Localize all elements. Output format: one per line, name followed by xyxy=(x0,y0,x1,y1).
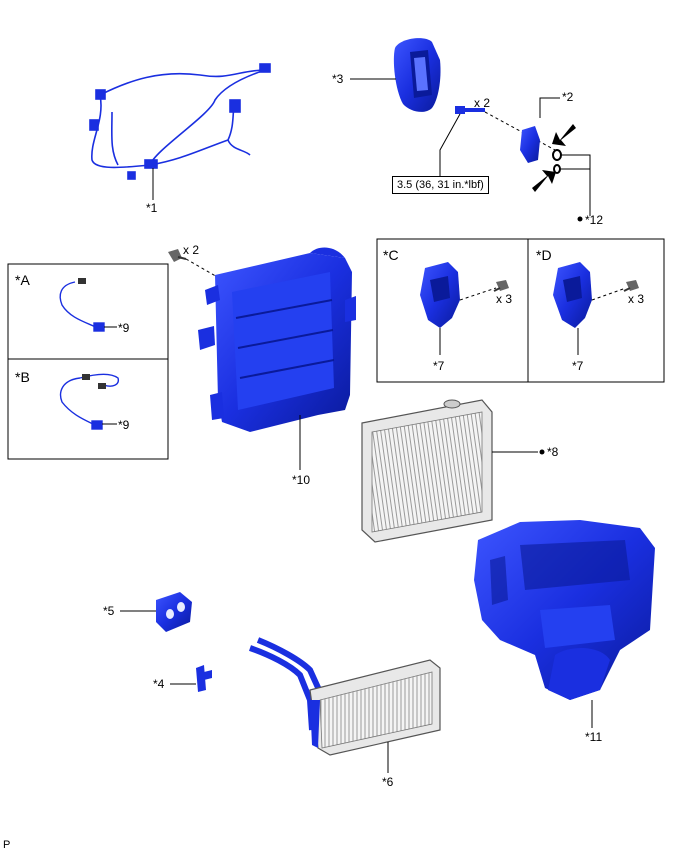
duct-part xyxy=(393,38,441,112)
box-b xyxy=(7,358,169,460)
label-part-6: *6 xyxy=(382,775,394,789)
box-a xyxy=(7,263,169,360)
label-box-a: *A xyxy=(15,272,30,288)
heater-unit-part xyxy=(474,520,655,700)
label-part-8: *8 xyxy=(547,445,559,459)
sensor-wire-a xyxy=(59,278,105,332)
bullet-dot-8 xyxy=(539,449,545,455)
leader-line-2 xyxy=(539,97,560,118)
label-part-11: *11 xyxy=(585,730,603,744)
label-box-b: *B xyxy=(15,369,30,385)
label-part-5: *5 xyxy=(103,604,115,618)
arrow-icon-lower xyxy=(532,170,556,192)
label-part-4: *4 xyxy=(153,677,165,691)
wire-harness-part xyxy=(89,63,271,180)
label-qty-bolt-top: x 2 xyxy=(474,96,491,110)
label-part-9a: *9 xyxy=(118,321,130,335)
label-box-d: *D xyxy=(536,247,552,263)
label-part-7d: *7 xyxy=(572,359,584,373)
leader-line-12 xyxy=(560,154,591,216)
screw-dash-line-d xyxy=(591,287,627,301)
sensor-wire-b xyxy=(59,373,119,430)
screw-dash-line-c xyxy=(459,287,497,301)
label-part-12: *12 xyxy=(585,213,604,227)
actuator-part-c xyxy=(420,262,460,328)
heater-core-part xyxy=(249,637,441,756)
bullet-dot-12 xyxy=(577,216,583,222)
label-part-2: *2 xyxy=(562,90,574,104)
screw-icon-c xyxy=(493,280,509,292)
label-qty-screw-c: x 3 xyxy=(496,292,513,306)
bolt-dash-line xyxy=(484,111,556,151)
label-box-c: *C xyxy=(383,247,399,263)
label-part-9b: *9 xyxy=(118,418,130,432)
grommet-part xyxy=(156,592,192,632)
evaporator-part xyxy=(361,399,493,543)
actuator-part-d xyxy=(553,262,592,328)
label-part-7c: *7 xyxy=(433,359,445,373)
case-cover-part xyxy=(198,247,356,432)
box-d xyxy=(527,238,665,383)
screw-icon xyxy=(168,249,187,262)
label-qty-screw-d: x 3 xyxy=(628,292,645,306)
label-part-3: *3 xyxy=(332,72,344,86)
bolt-icon xyxy=(455,106,485,114)
label-qty-screw-case: x 2 xyxy=(183,243,200,257)
arrow-icon-upper xyxy=(552,124,576,146)
clamp-part xyxy=(196,665,212,692)
label-part-1: *1 xyxy=(146,201,158,215)
screw-icon-d xyxy=(623,280,639,292)
torque-spec-box: 3.5 (36, 31 in.*lbf) xyxy=(392,176,489,194)
page-code: P xyxy=(3,839,11,851)
torque-leader xyxy=(439,113,461,176)
label-part-10: *10 xyxy=(292,473,311,487)
